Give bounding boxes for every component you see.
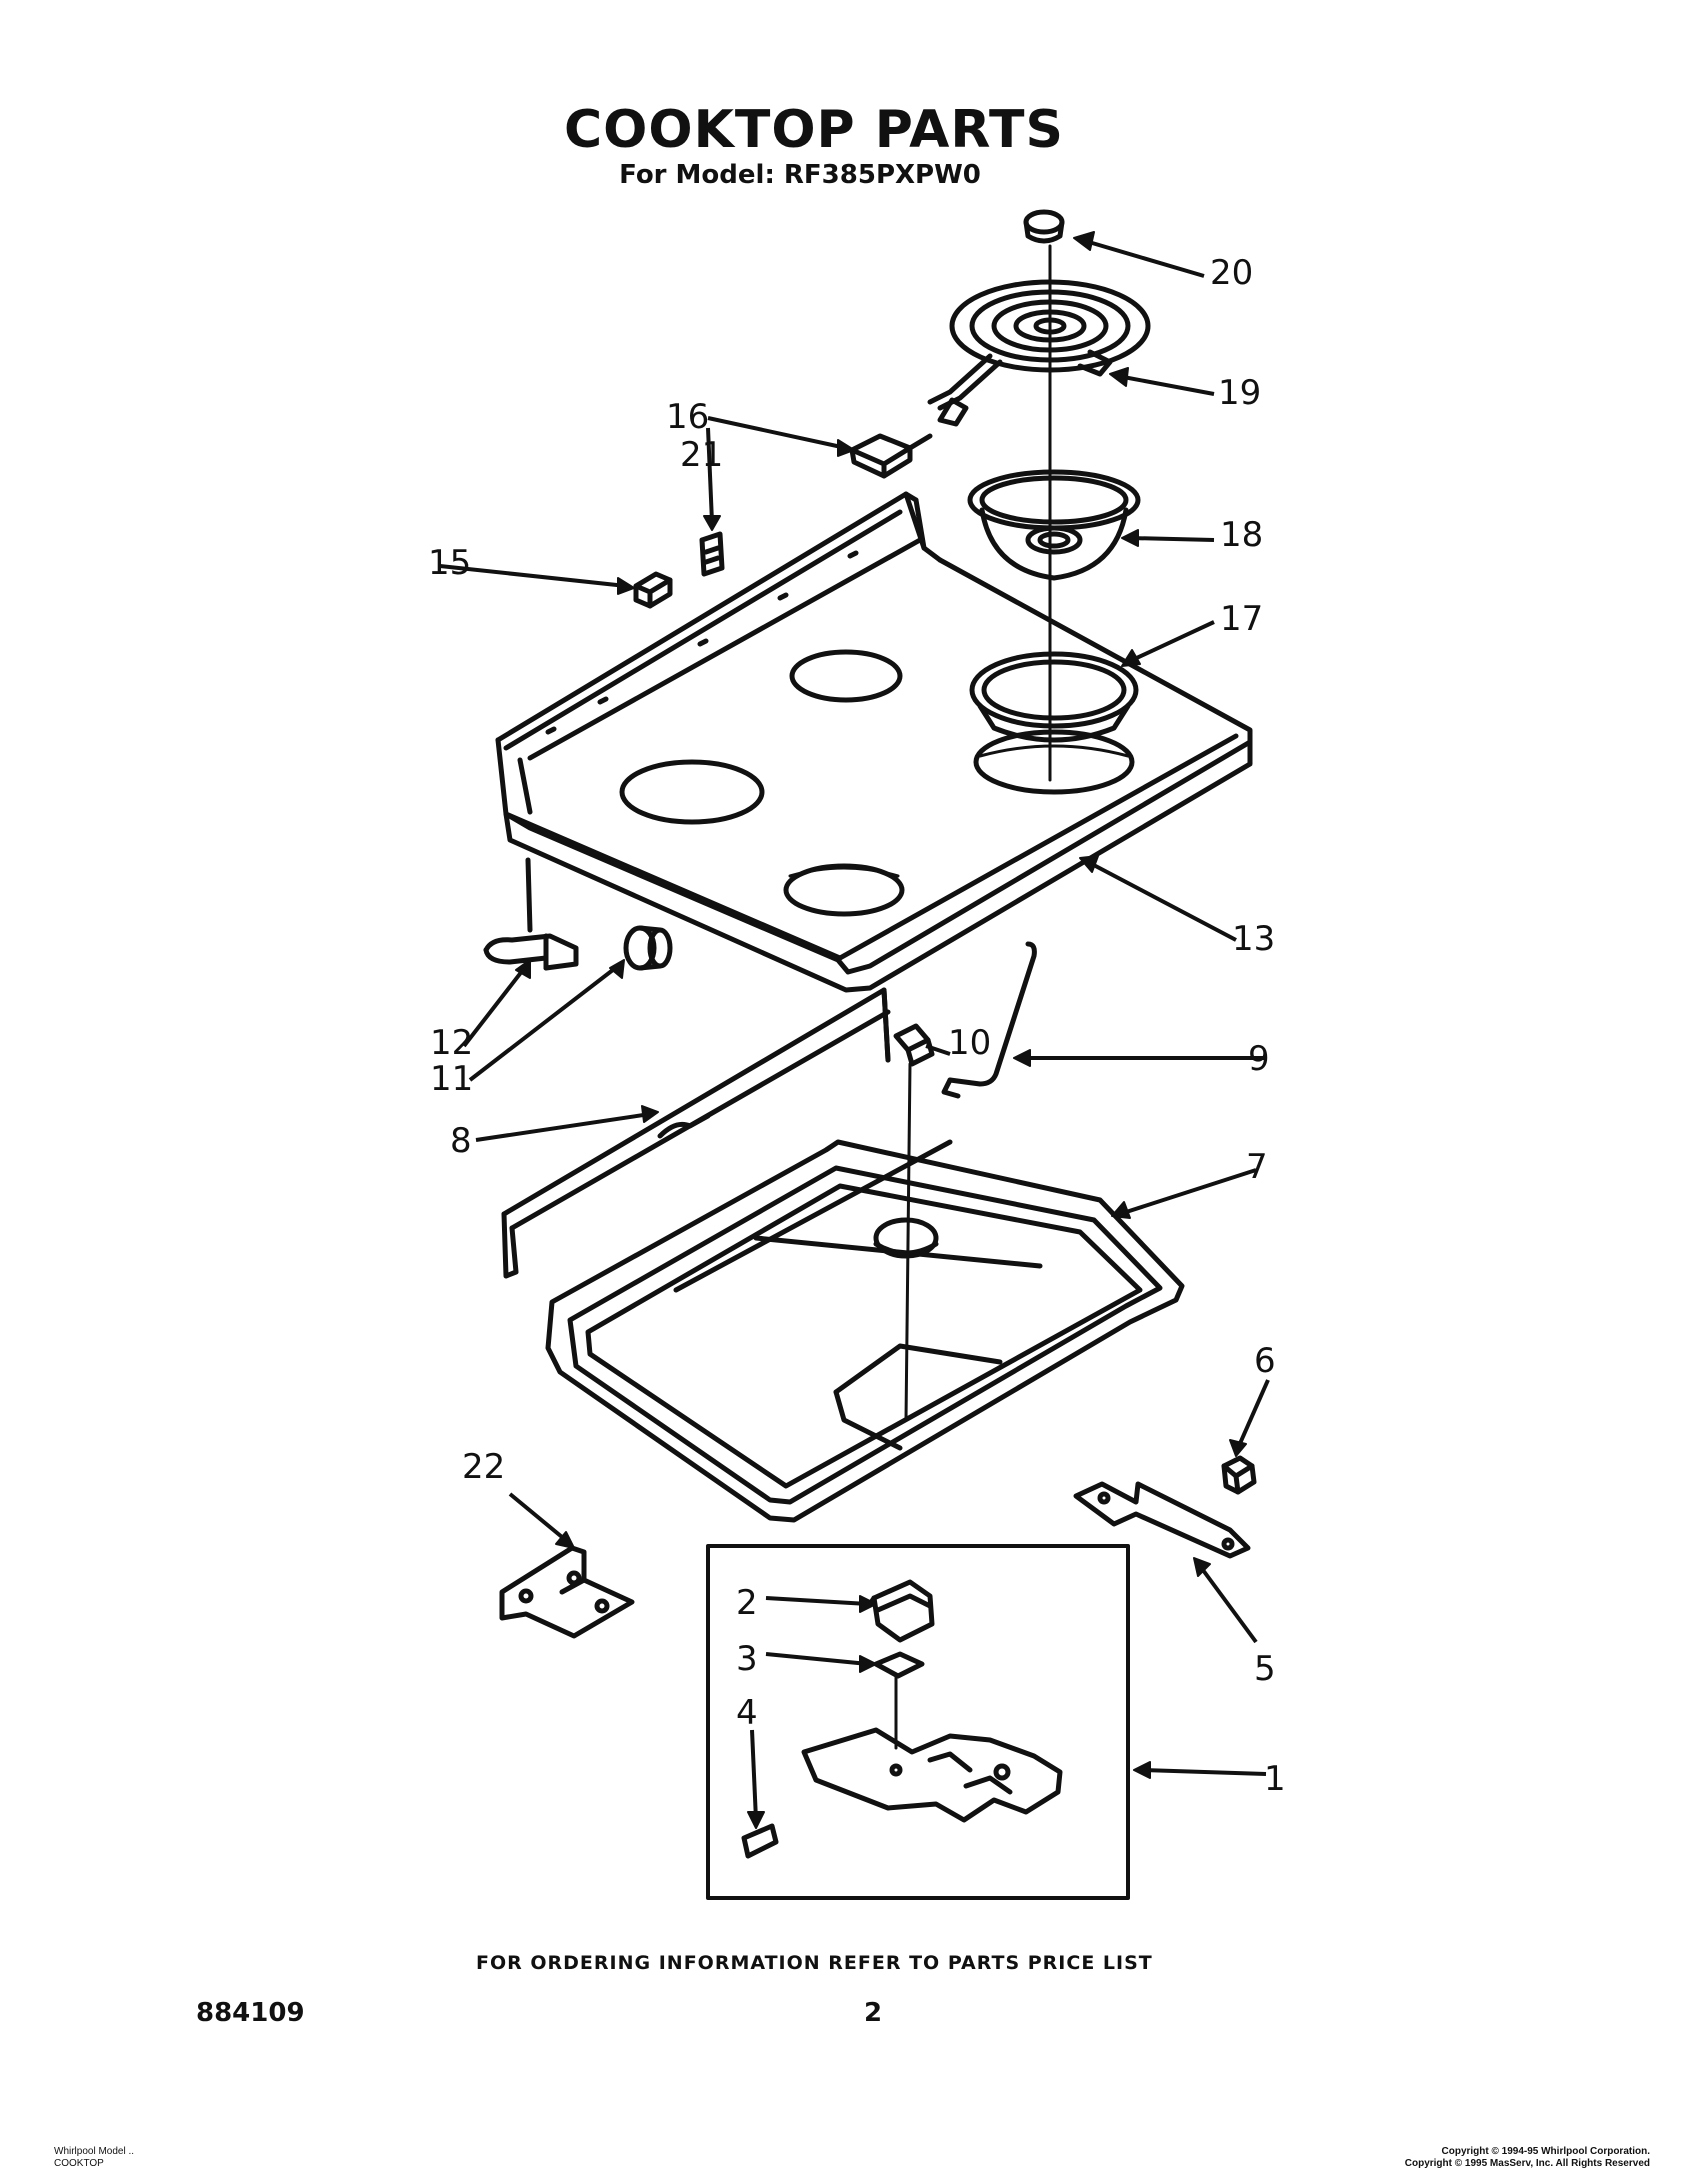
part-13-cooktop (495, 491, 1253, 993)
callout-12: 12 (430, 1023, 473, 1063)
model-line: For Model: RF385PXPW0 (619, 160, 981, 190)
callout-17: 17 (1220, 599, 1263, 639)
callout-3: 3 (736, 1639, 758, 1679)
document-number: 884109 (196, 1998, 305, 2028)
part-21-spring-clip (699, 531, 725, 577)
callout-13: 13 (1232, 919, 1275, 959)
footer-copyright-whirlpool: Copyright © 1994-95 Whirlpool Corporatio… (1441, 2146, 1651, 2157)
callout-11: 11 (430, 1059, 473, 1099)
part-19-element (927, 279, 1151, 427)
ordering-note: FOR ORDERING INFORMATION REFER TO PARTS … (476, 1952, 1153, 1974)
page-number: 2 (864, 1998, 883, 2028)
callout-10: 10 (948, 1023, 991, 1063)
part-12-hinge (483, 933, 579, 971)
part-9-rod (941, 941, 1037, 1099)
part-6-clip (1221, 1455, 1257, 1495)
part-5-bracket (1073, 1481, 1251, 1559)
footer-left-model: Whirlpool Model .. (54, 2146, 135, 2157)
callout-8: 8 (450, 1121, 472, 1161)
part-16-terminal-block (849, 433, 933, 479)
page-title: COOKTOP PARTS (564, 100, 1064, 160)
callout-5: 5 (1254, 1649, 1276, 1689)
part-15-clip (633, 571, 673, 609)
part-22-bracket (499, 1545, 635, 1639)
footer-left-section: COOKTOP (54, 2158, 104, 2169)
callout-7: 7 (1246, 1147, 1268, 1187)
callout-9: 9 (1248, 1039, 1270, 1079)
part-18-drip-bowl (967, 469, 1141, 581)
callout-16: 16 (666, 397, 709, 437)
part-17-trim-ring (969, 651, 1139, 743)
callout-1: 1 (1264, 1759, 1286, 1799)
callout-20: 20 (1210, 253, 1253, 293)
part-7-burner-box (545, 1139, 1185, 1523)
callout-21: 21 (680, 435, 723, 475)
callout-15: 15 (428, 543, 471, 583)
part-20-cap (1023, 209, 1065, 244)
callout-18: 18 (1220, 515, 1263, 555)
part-11-spacer (623, 925, 673, 971)
part-1-control-box (706, 1544, 1130, 1900)
callout-19: 19 (1218, 373, 1261, 413)
callout-22: 22 (462, 1447, 505, 1487)
footer-copyright-masserv: Copyright © 1995 MasServ, Inc. All Right… (1404, 2158, 1650, 2169)
callout-2: 2 (736, 1583, 758, 1623)
callout-6: 6 (1254, 1341, 1276, 1381)
part-8-panel (501, 987, 891, 1279)
callout-4: 4 (736, 1693, 758, 1733)
